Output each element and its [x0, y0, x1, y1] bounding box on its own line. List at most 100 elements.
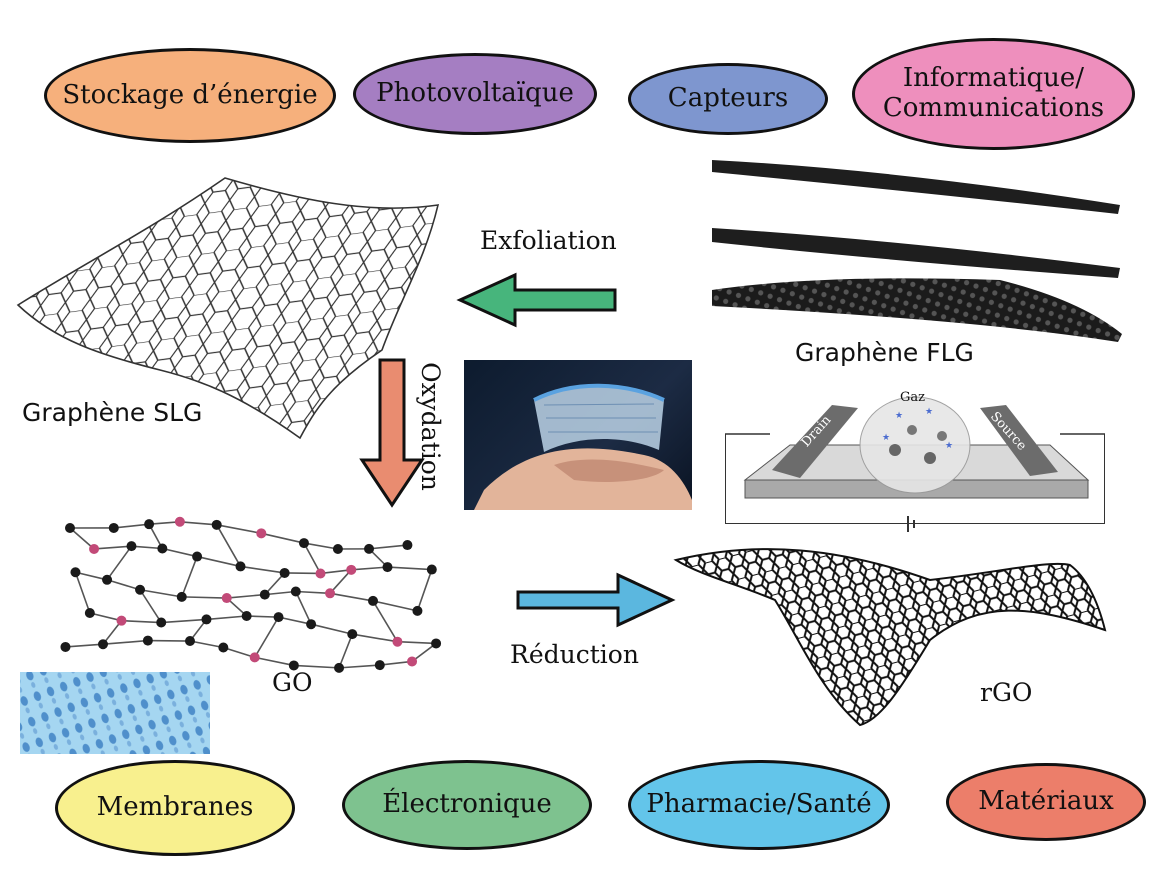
go-atom	[288, 660, 299, 671]
go-bond	[131, 545, 163, 550]
app-label: Électronique	[382, 789, 552, 820]
go-atom	[211, 519, 222, 530]
app-label: Informatique/ Communications	[882, 63, 1105, 123]
svg-text:★: ★	[945, 441, 953, 451]
go-bond	[397, 640, 437, 645]
go-bond	[254, 656, 295, 667]
go-bond	[329, 569, 352, 594]
go-bond	[216, 524, 262, 535]
go-bond	[295, 590, 331, 595]
app-label: Photovoltaïque	[376, 78, 574, 109]
go-bond	[379, 660, 413, 666]
go-bond	[303, 542, 322, 574]
go-atom	[332, 543, 343, 554]
flg-label: Graphène FLG	[795, 338, 974, 367]
go-bond	[329, 592, 374, 602]
go-atom	[116, 615, 127, 626]
go-atom	[108, 522, 119, 533]
go-atom	[126, 541, 137, 552]
go-bond	[161, 618, 207, 624]
app-label: Pharmacie/Santé	[646, 789, 872, 820]
go-bond	[351, 566, 388, 571]
exfoliation-label: Exfoliation	[480, 226, 617, 255]
go-label: GO	[272, 668, 313, 697]
go-bond	[372, 600, 418, 612]
go-atom	[174, 516, 185, 527]
app-oval-sensors: Capteurs	[628, 63, 828, 135]
go-atom	[407, 656, 418, 667]
go-atom	[374, 660, 385, 671]
go-bond	[372, 600, 399, 643]
go-atom	[368, 595, 379, 606]
go-atom	[364, 543, 375, 554]
go-bond	[264, 590, 296, 596]
go-atom	[325, 588, 336, 599]
go-bond	[206, 615, 247, 621]
go-bond	[69, 527, 95, 550]
rgo-label: rGO	[980, 678, 1033, 707]
go-bond	[387, 566, 432, 571]
go-bond	[310, 623, 353, 635]
go-bond	[102, 639, 148, 646]
go-atom	[144, 519, 155, 530]
go-atom	[392, 636, 403, 647]
go-bond	[284, 572, 321, 575]
go-atom	[315, 568, 326, 579]
go-atom	[84, 608, 95, 619]
go-bond	[320, 569, 352, 575]
app-oval-pharmacy-health: Pharmacie/Santé	[628, 760, 890, 850]
app-label: Matériaux	[978, 786, 1114, 817]
go-bond	[139, 589, 162, 623]
go-atom	[65, 523, 75, 533]
svg-text:★: ★	[925, 407, 933, 417]
go-bond	[93, 545, 132, 550]
go-bond	[278, 616, 312, 625]
go-atom	[412, 605, 423, 616]
svg-text:★: ★	[882, 433, 890, 443]
go-atom	[249, 652, 260, 663]
go-bond	[75, 571, 108, 581]
go-bond	[411, 642, 437, 663]
go-bond	[139, 588, 182, 598]
go-bond	[196, 555, 241, 568]
go-bond	[254, 616, 280, 658]
go-atom	[306, 619, 317, 630]
go-bond	[179, 520, 217, 526]
go-atom	[98, 639, 109, 650]
go-atom	[290, 586, 301, 597]
go-bond	[106, 545, 133, 581]
go-bond	[121, 619, 162, 624]
go-atom	[235, 561, 246, 572]
go-atom	[241, 611, 252, 622]
go-atom	[70, 567, 81, 578]
go-atom	[256, 528, 267, 539]
app-oval-membranes: Membranes	[55, 760, 295, 856]
go-bond	[261, 532, 305, 544]
go-atom	[221, 593, 232, 604]
app-oval-photovoltaic: Photovoltaïque	[353, 53, 597, 135]
app-label: Capteurs	[667, 83, 789, 114]
go-atom	[218, 642, 229, 653]
go-bond	[216, 524, 242, 567]
go-atom	[298, 538, 309, 549]
svg-text:★: ★	[895, 411, 903, 421]
go-bond	[162, 547, 198, 558]
go-atom	[431, 638, 442, 649]
go-atom	[142, 635, 153, 646]
go-bond	[303, 542, 339, 550]
go-atom	[176, 591, 187, 602]
reduction-arrow	[516, 572, 676, 628]
go-atom	[382, 562, 393, 573]
go-bond	[106, 579, 141, 591]
sensor-gas-label: Gaz	[900, 390, 925, 405]
go-bond	[240, 565, 285, 574]
go-bond	[246, 615, 279, 618]
oxydation-label: Oxydation	[415, 362, 445, 491]
go-bond	[189, 640, 224, 649]
go-atom	[259, 589, 270, 600]
oxydation-arrow	[359, 358, 425, 508]
go-atom	[426, 564, 437, 575]
go-bond	[226, 593, 265, 599]
